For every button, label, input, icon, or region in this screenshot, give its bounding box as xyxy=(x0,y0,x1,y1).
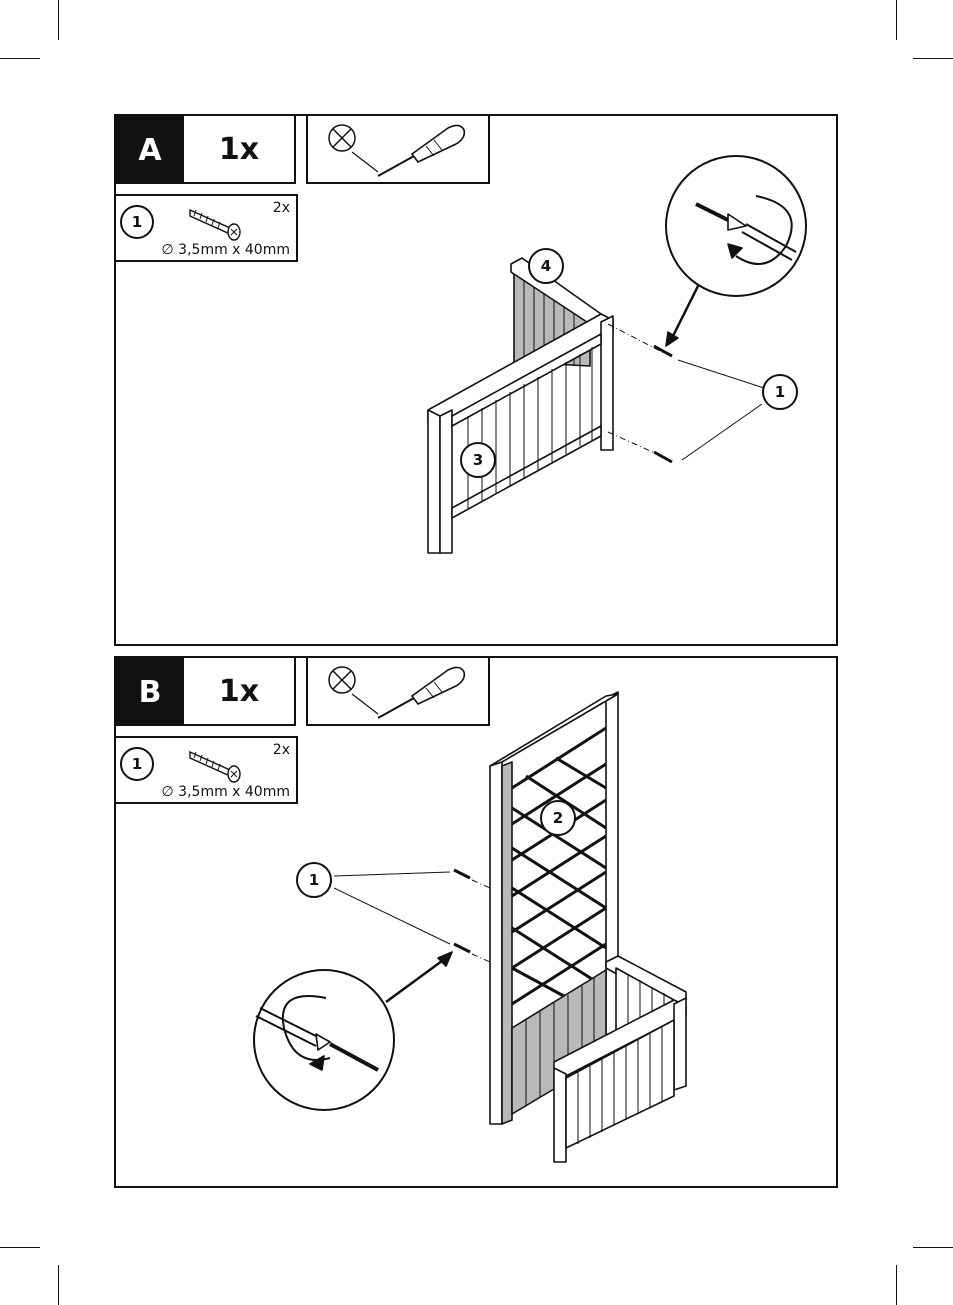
crop-mark xyxy=(0,1247,40,1248)
step-a-panel: A 1x 1 2x xyxy=(114,114,838,646)
tool-box xyxy=(306,116,490,184)
crop-mark xyxy=(58,1265,59,1305)
callout-part-4: 4 xyxy=(528,248,564,284)
screwdriver-icon xyxy=(352,667,464,718)
part-number: 1 xyxy=(120,747,154,781)
crop-mark xyxy=(58,0,59,40)
callout-part-1: 1 xyxy=(762,374,798,410)
step-quantity: 1x xyxy=(184,658,296,726)
screw-icon xyxy=(186,202,246,242)
tool-icons xyxy=(308,116,488,182)
tool-box xyxy=(306,658,490,726)
part-count: 2x xyxy=(273,200,290,216)
crop-mark xyxy=(0,58,40,59)
tool-icons xyxy=(308,658,488,724)
part-size: ∅ 3,5mm x 40mm xyxy=(162,784,290,800)
part-number: 1 xyxy=(120,205,154,239)
screwdriver-icon xyxy=(352,125,464,176)
no-power-tool-icon xyxy=(329,667,355,693)
part-size: ∅ 3,5mm x 40mm xyxy=(162,242,290,258)
part-count: 2x xyxy=(273,742,290,758)
step-letter: B xyxy=(116,658,184,726)
step-quantity: 1x xyxy=(184,116,296,184)
callout-part-2: 2 xyxy=(540,800,576,836)
step-b-panel: B 1x 1 2x xyxy=(114,656,838,1188)
callout-part-1: 1 xyxy=(296,862,332,898)
crop-mark xyxy=(913,58,953,59)
crop-mark xyxy=(913,1247,953,1248)
parts-box: 1 2x ∅ 3,5mm x 40mm xyxy=(116,736,298,804)
crop-mark xyxy=(896,0,897,40)
step-letter: A xyxy=(116,116,184,184)
crop-mark xyxy=(896,1265,897,1305)
no-power-tool-icon xyxy=(329,125,355,151)
screw-icon xyxy=(186,744,246,784)
callout-part-3: 3 xyxy=(460,442,496,478)
parts-box: 1 2x ∅ 3,5mm x 40mm xyxy=(116,194,298,262)
